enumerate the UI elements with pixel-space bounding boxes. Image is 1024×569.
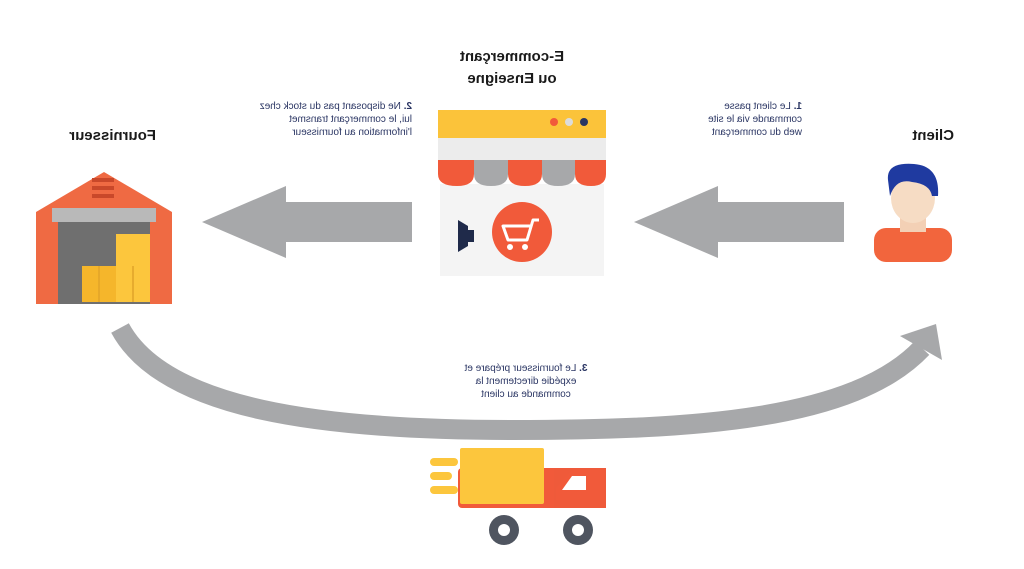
step-1-line-1: Le client passe bbox=[724, 101, 791, 112]
step-2-line-1: Ne disposant pas du stock chez bbox=[259, 101, 401, 112]
step-2-number: 2. bbox=[403, 101, 412, 112]
step-1-text: 1. Le client passe commande via le site … bbox=[652, 100, 802, 139]
step-3-number: 3. bbox=[579, 363, 588, 374]
step-3-line-1: Le fournisseur prépare et bbox=[464, 363, 577, 374]
arrow-supplier-to-client-icon bbox=[111, 322, 942, 441]
step-1-number: 1. bbox=[793, 101, 802, 112]
client-avatar-icon bbox=[874, 163, 952, 262]
shop-storefront-icon bbox=[438, 110, 606, 276]
merchant-title-line2: ou Enseigne bbox=[467, 70, 557, 87]
step-2-text: 2. Ne disposant pas du stock chez lui, l… bbox=[212, 100, 412, 139]
step-3-line-2: expédie directement la bbox=[475, 376, 577, 387]
warehouse-icon bbox=[36, 172, 172, 304]
client-label: Client bbox=[912, 127, 954, 144]
step-3-line-3: commande au client bbox=[481, 389, 571, 400]
step-2-line-3: l'information au fournisseur bbox=[292, 127, 412, 138]
merchant-title: E-commerçant ou Enseigne bbox=[412, 46, 612, 90]
step-1-line-2: commande via le site bbox=[708, 114, 802, 125]
step-2-line-2: lui, le commerçant transmet bbox=[289, 114, 412, 125]
delivery-truck-icon bbox=[430, 448, 606, 545]
supplier-label: Fournisseur bbox=[69, 127, 156, 144]
arrow-merchant-to-supplier-icon bbox=[202, 186, 412, 258]
merchant-title-line1: E-commerçant bbox=[459, 48, 565, 65]
step-1-line-3: web du commerçant bbox=[711, 127, 802, 138]
step-3-text: 3. Le fournisseur prépare et expédie dir… bbox=[436, 362, 616, 401]
arrow-client-to-merchant-icon bbox=[634, 186, 844, 258]
